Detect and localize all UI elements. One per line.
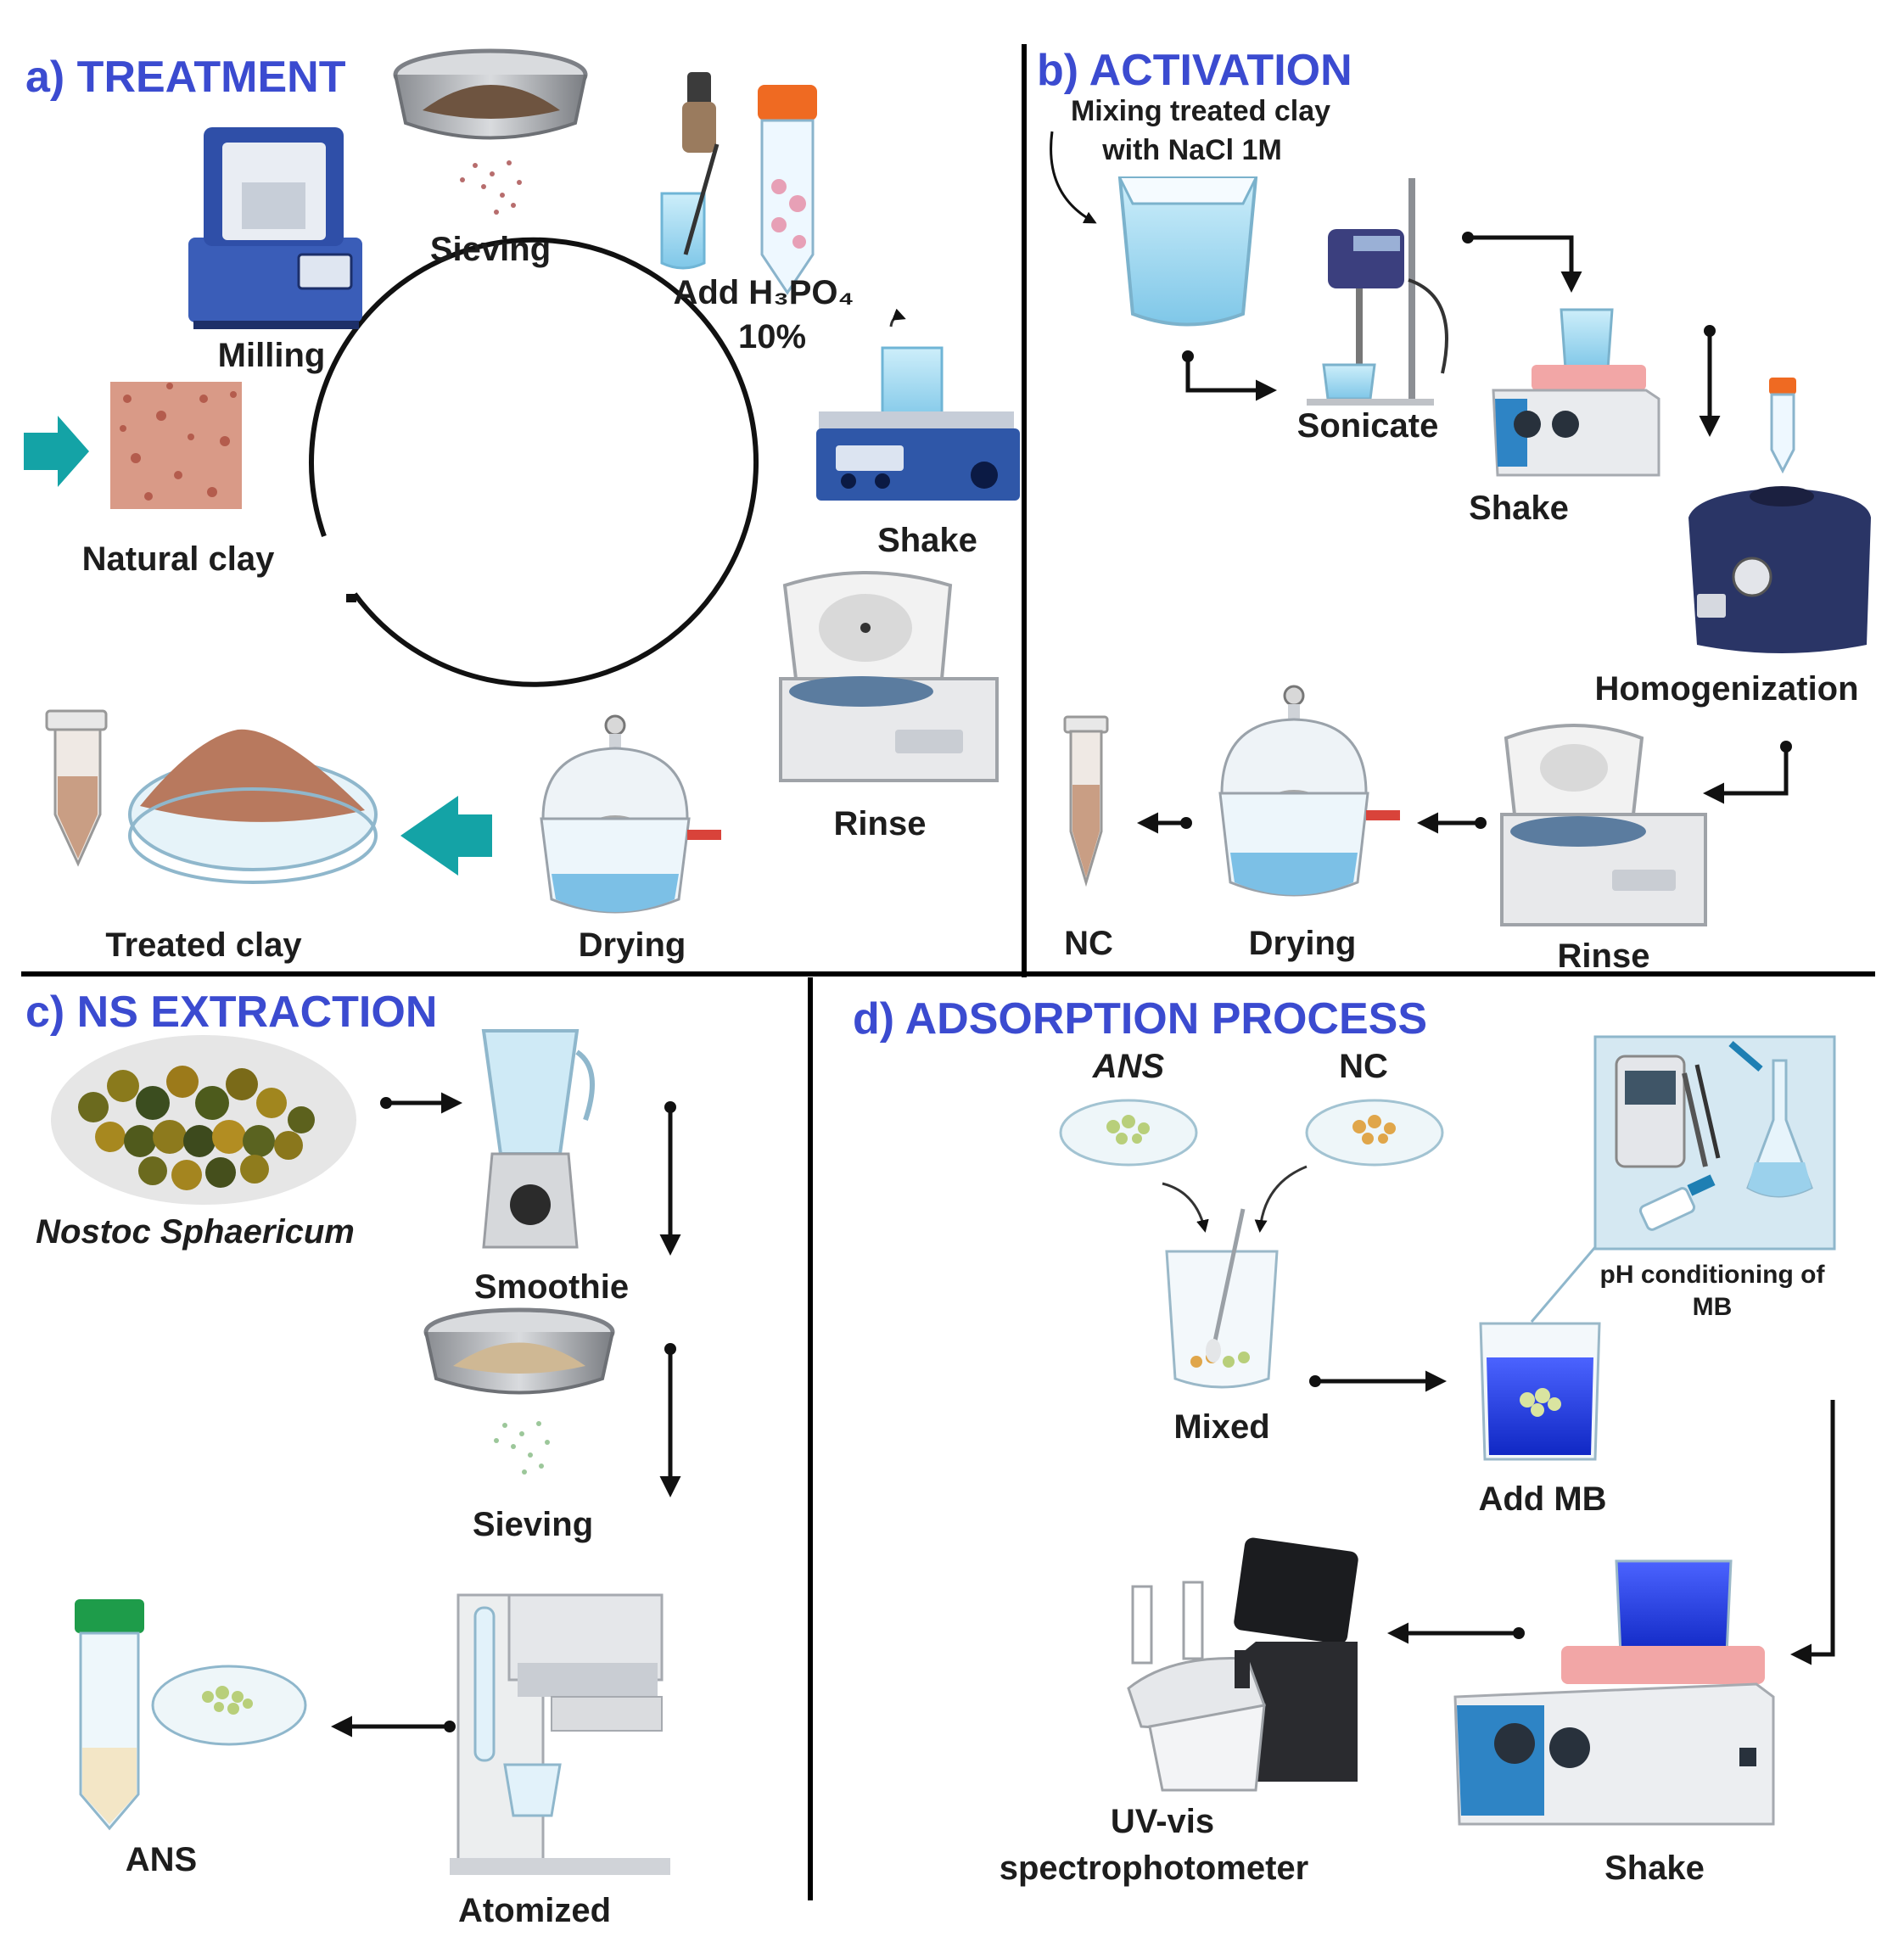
spectrophotometer-icon	[1127, 1537, 1358, 1792]
beaker-icon	[1117, 176, 1258, 327]
sonicator-icon	[1307, 178, 1448, 406]
dropper-icon	[1638, 1174, 1716, 1231]
centrifuge-icon	[779, 571, 999, 782]
label-mixing-1: Mixing treated clay	[1071, 95, 1330, 127]
ph-meter-icon	[1615, 1055, 1721, 1168]
shaker-icon	[816, 308, 1020, 501]
petri-dish-icon	[151, 1665, 307, 1746]
clay-block-icon	[110, 382, 242, 509]
blender-icon	[481, 1029, 595, 1249]
label-uv-1: UV-vis	[1111, 1803, 1214, 1840]
panel-activation: b) ACTIVATION Mixing treated clay with N…	[1037, 46, 1871, 975]
arrow-icon	[1254, 1165, 1308, 1233]
panel-a-title: a) TREATMENT	[25, 53, 346, 102]
sieve-icon	[423, 1307, 615, 1475]
arrow-icon	[400, 796, 492, 876]
label-uv-2: spectrophotometer	[1000, 1850, 1309, 1887]
tube-icon	[45, 709, 108, 867]
sieve-icon	[393, 48, 588, 215]
tube-icon	[1063, 715, 1109, 887]
label-shake-a: Shake	[877, 522, 977, 559]
label-sieving-c: Sieving	[473, 1506, 593, 1543]
label-drying-a: Drying	[579, 926, 686, 964]
label-shake-b: Shake	[1469, 490, 1569, 527]
label-rinse-a: Rinse	[834, 805, 927, 842]
arrow-icon	[1468, 235, 1582, 293]
centrifuge-icon	[1500, 724, 1707, 926]
panel-adsorption: d) ADSORPTION PROCESS ANS NC Mixed	[853, 994, 1836, 1887]
nostoc-image	[51, 1035, 356, 1205]
label-drying-b: Drying	[1249, 925, 1357, 962]
label-shake-d: Shake	[1604, 1850, 1705, 1887]
label-atomized: Atomized	[458, 1892, 611, 1929]
desiccator-icon	[1218, 685, 1400, 897]
petri-dish-icon	[1059, 1099, 1198, 1167]
flask-icon	[1728, 1040, 1813, 1198]
label-nc-b: NC	[1064, 925, 1113, 962]
label-ans-c: ANS	[126, 1841, 197, 1878]
label-ph-1: pH conditioning of	[1600, 1261, 1826, 1289]
label-rinse-b: Rinse	[1558, 937, 1650, 975]
beaker-icon	[1479, 1322, 1601, 1461]
label-homogenization: Homogenization	[1594, 670, 1858, 708]
arrow-icon	[24, 416, 89, 487]
arrow-icon	[1185, 356, 1277, 401]
dropper-icon	[660, 72, 720, 270]
arrow-icon	[1050, 131, 1097, 224]
label-nc-d: NC	[1339, 1048, 1388, 1085]
mill-icon	[188, 127, 362, 329]
label-ans-d: ANS	[1092, 1048, 1165, 1085]
label-add-acid-1: Add H₃PO₄	[673, 274, 854, 311]
label-milling: Milling	[218, 337, 326, 374]
panel-d-title: d) ADSORPTION PROCESS	[853, 994, 1427, 1044]
cycle-arrow	[309, 237, 759, 687]
label-smoothie: Smoothie	[474, 1268, 629, 1306]
petri-dish-icon	[1305, 1099, 1444, 1167]
panel-dividers	[21, 44, 1875, 1900]
label-add-acid-2: 10%	[738, 318, 806, 355]
beaker-icon	[1165, 1208, 1279, 1389]
panel-treatment: a) TREATMENT Milling Sieving	[24, 48, 1020, 964]
label-mixing-2: with NaCl 1M	[1101, 134, 1282, 166]
hotplate-icon	[1453, 1559, 1775, 1826]
label-nostoc: Nostoc Sphaericum	[36, 1213, 355, 1251]
hotplate-icon	[1492, 308, 1660, 477]
panel-b-title: b) ACTIVATION	[1037, 46, 1352, 95]
label-sieving-a: Sieving	[430, 231, 551, 268]
panel-ns-extraction: c) NS EXTRACTION Nostoc Sphaericum Sm	[25, 988, 681, 1929]
label-add-mb: Add MB	[1478, 1480, 1606, 1518]
arrow-icon	[1162, 1182, 1209, 1233]
label-treated-clay: Treated clay	[105, 926, 302, 964]
label-mixed: Mixed	[1173, 1408, 1269, 1446]
tube-icon	[75, 1599, 144, 1831]
arrow-icon	[1703, 747, 1789, 804]
spray-dryer-icon	[450, 1593, 670, 1875]
label-natural-clay: Natural clay	[82, 540, 276, 578]
label-sonicate: Sonicate	[1297, 407, 1439, 445]
petri-dish-icon	[128, 729, 378, 884]
panel-c-title: c) NS EXTRACTION	[25, 988, 437, 1037]
vortex-icon	[1688, 378, 1871, 653]
tube-icon	[758, 85, 817, 295]
desiccator-icon	[540, 714, 721, 914]
label-ph-2: MB	[1693, 1293, 1733, 1321]
arrow-icon	[1790, 1400, 1835, 1665]
